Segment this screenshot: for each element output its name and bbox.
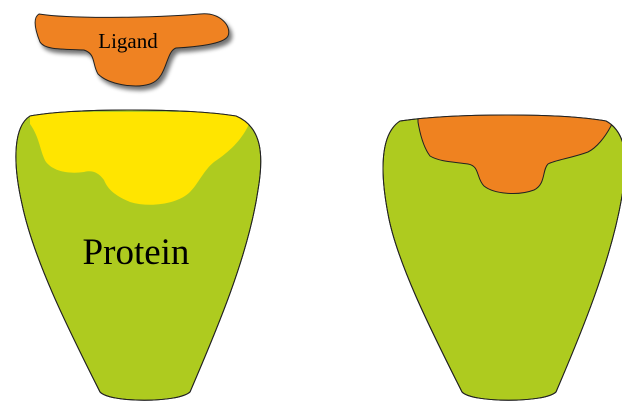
protein-label: Protein (83, 232, 190, 273)
free-ligand: Ligand (35, 14, 229, 86)
unbound-protein: Protein (16, 110, 261, 400)
ligand-bound-protein (383, 113, 622, 400)
ligand-label: Ligand (98, 29, 158, 53)
